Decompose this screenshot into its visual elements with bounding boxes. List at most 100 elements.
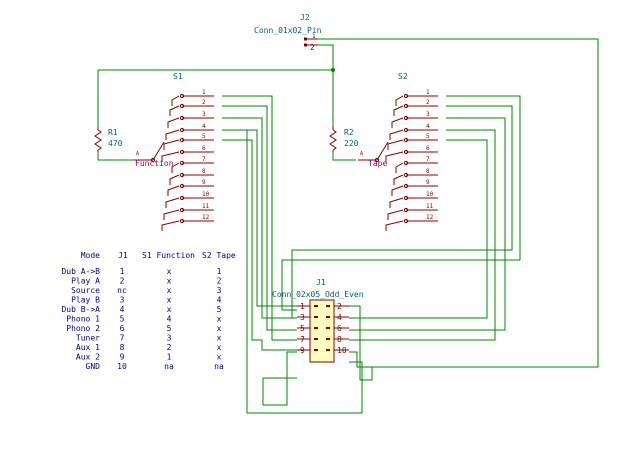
s2-pin-2: 2 — [426, 99, 430, 106]
s1-pin-12: 12 — [202, 214, 210, 221]
table-header-3: S2 Tape — [202, 251, 236, 260]
table-cell: 4 — [167, 315, 172, 324]
table-cell: 3 — [167, 334, 172, 343]
resistor-r1: R1 470 — [94, 127, 123, 152]
table-cell: Aux 1 — [76, 343, 100, 352]
table-header-2: S1 Function — [142, 251, 195, 260]
table-cell: 6 — [120, 324, 125, 333]
j1-pin-2: 2 — [337, 302, 342, 311]
table-cell: 1 — [167, 353, 172, 362]
table-cell: 1 — [217, 267, 222, 276]
s1-pin-4: 4 — [202, 123, 206, 130]
table-cell: x — [217, 315, 222, 324]
j1-pin-10: 10 — [337, 346, 347, 355]
table-cell: 5 — [217, 305, 222, 314]
s2-label: Tape — [368, 159, 387, 168]
s2-pin-3: 3 — [426, 111, 430, 118]
s1-pin-7: 7 — [202, 156, 206, 163]
r1-ref: R1 — [108, 128, 118, 137]
table-cell: Play A — [71, 277, 100, 286]
j1-pin-8: 8 — [337, 335, 342, 344]
table-cell: 4 — [120, 305, 125, 314]
j1-pin-7: 7 — [300, 335, 305, 344]
table-cell: 3 — [217, 286, 222, 295]
table-cell: x — [217, 334, 222, 343]
s1-pin-10: 10 — [202, 191, 210, 198]
table-cell: 5 — [120, 315, 125, 324]
s2-pin-8: 8 — [426, 168, 430, 175]
s2-pin-10: 10 — [426, 191, 434, 198]
j1-pin-4: 4 — [337, 313, 342, 322]
s1-label: Function — [135, 159, 174, 168]
table-cell: Play B — [71, 296, 100, 305]
j1-pin-5: 5 — [300, 324, 305, 333]
connector-j1: J1 Conn_02x05_Odd_Even 1 2 3 4 5 6 7 8 9 10 — [272, 278, 364, 363]
table-cell: Source — [71, 286, 100, 295]
table-cell: 1 — [120, 267, 125, 276]
resistor-r2: R2 220 — [329, 126, 359, 152]
j1-pin-9: 9 — [300, 346, 305, 355]
j1-ref: J1 — [316, 278, 326, 287]
j1-pin-6: 6 — [337, 324, 342, 333]
table-cell: 7 — [120, 334, 125, 343]
j1-pin-3: 3 — [300, 313, 305, 322]
j1-body — [309, 299, 335, 363]
table-cell: Dub B->A — [61, 305, 100, 314]
table-cell: Dub A->B — [61, 267, 100, 276]
table-cell: 5 — [167, 324, 172, 333]
r1-value: 470 — [108, 139, 123, 148]
table-cell: x — [167, 296, 172, 305]
table-cell: 4 — [217, 296, 222, 305]
table-cell: na — [214, 362, 224, 371]
s2-pin-12: 12 — [426, 214, 434, 221]
table-cell: Phono 2 — [66, 324, 100, 333]
table-cell: 8 — [120, 343, 125, 352]
wires — [97, 38, 599, 414]
s2-pin-11: 11 — [426, 203, 434, 210]
r2-ref: R2 — [344, 128, 354, 137]
table-cell: Tuner — [76, 334, 100, 343]
s1-ref: S1 — [173, 72, 183, 81]
s2-pin-5: 5 — [426, 133, 430, 140]
r2-value: 220 — [344, 139, 359, 148]
table-cell: 2 — [217, 277, 222, 286]
s1-pin-3: 3 — [202, 111, 206, 118]
s1-pin-8: 8 — [202, 168, 206, 175]
table-cell: Phono 1 — [66, 315, 100, 324]
table-cell: na — [164, 362, 174, 371]
table-cell: Aux 2 — [76, 353, 100, 362]
s2-pin-9: 9 — [426, 179, 430, 186]
s2-ref: S2 — [398, 72, 408, 81]
table-cell: x — [217, 343, 222, 352]
table-cell: nc — [117, 286, 127, 295]
j2-value: Conn_01x02_Pin — [254, 26, 322, 35]
j1-value: Conn_02x05_Odd_Even — [272, 290, 364, 299]
table-header-1: J1 — [118, 251, 128, 260]
j2-pin-2: 2 — [310, 43, 315, 52]
s2-pin-1: 1 — [426, 89, 430, 96]
j2-pin-1: 1 — [312, 33, 316, 40]
table-cell: x — [167, 305, 172, 314]
table-header-0: Mode — [81, 251, 100, 260]
j2-ref: J2 — [300, 13, 310, 22]
table-cell: x — [167, 286, 172, 295]
table-cell: 2 — [167, 343, 172, 352]
j1-pin-1: 1 — [300, 302, 305, 311]
s1-common-label: A — [136, 151, 139, 157]
s1-pin-2: 2 — [202, 99, 206, 106]
s1-pin-6: 6 — [202, 145, 206, 152]
s1-pin-11: 11 — [202, 203, 210, 210]
table-cell: 2 — [120, 277, 125, 286]
table-cell: x — [217, 324, 222, 333]
table-cell: 10 — [117, 362, 127, 371]
s2-common-label: A — [360, 151, 363, 157]
connector-j2: J2 Conn_01x02_Pin 1 2 — [254, 13, 322, 52]
s1-pin-5: 5 — [202, 133, 206, 140]
table-cell: x — [167, 267, 172, 276]
table-cell: x — [167, 277, 172, 286]
s1-pin-9: 9 — [202, 179, 206, 186]
table-cell: x — [217, 353, 222, 362]
